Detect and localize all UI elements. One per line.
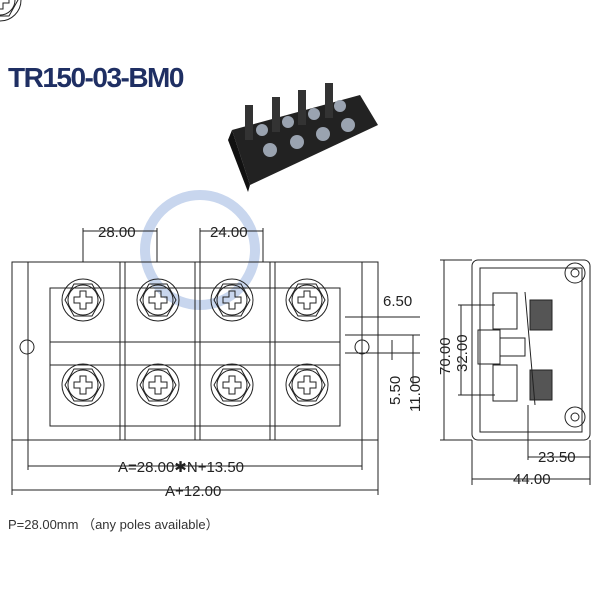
- side-view: [440, 259, 591, 485]
- pitch-note: P=28.00mm （any poles available）: [8, 517, 219, 532]
- product-title: TR150-03-BM0: [8, 62, 184, 93]
- front-view: [0, 0, 420, 495]
- dim-depth: 44.00: [513, 471, 551, 488]
- dim-barrier: 24.00: [210, 224, 248, 241]
- dim-overall: A+12.00: [165, 483, 221, 500]
- product-photo: [228, 83, 378, 192]
- dim-formula: A=28.00✱N+13.50: [118, 459, 244, 476]
- dim-height: 70.00: [437, 337, 454, 375]
- dim-mount: 32.00: [454, 334, 471, 372]
- dim-5-50: 5.50: [387, 376, 404, 405]
- dim-pitch: 28.00: [98, 224, 136, 241]
- dim-23-50: 23.50: [538, 449, 576, 466]
- screw-terminals: [0, 0, 22, 22]
- dim-11-00: 11.00: [407, 376, 424, 412]
- dim-6-50: 6.50: [383, 293, 412, 310]
